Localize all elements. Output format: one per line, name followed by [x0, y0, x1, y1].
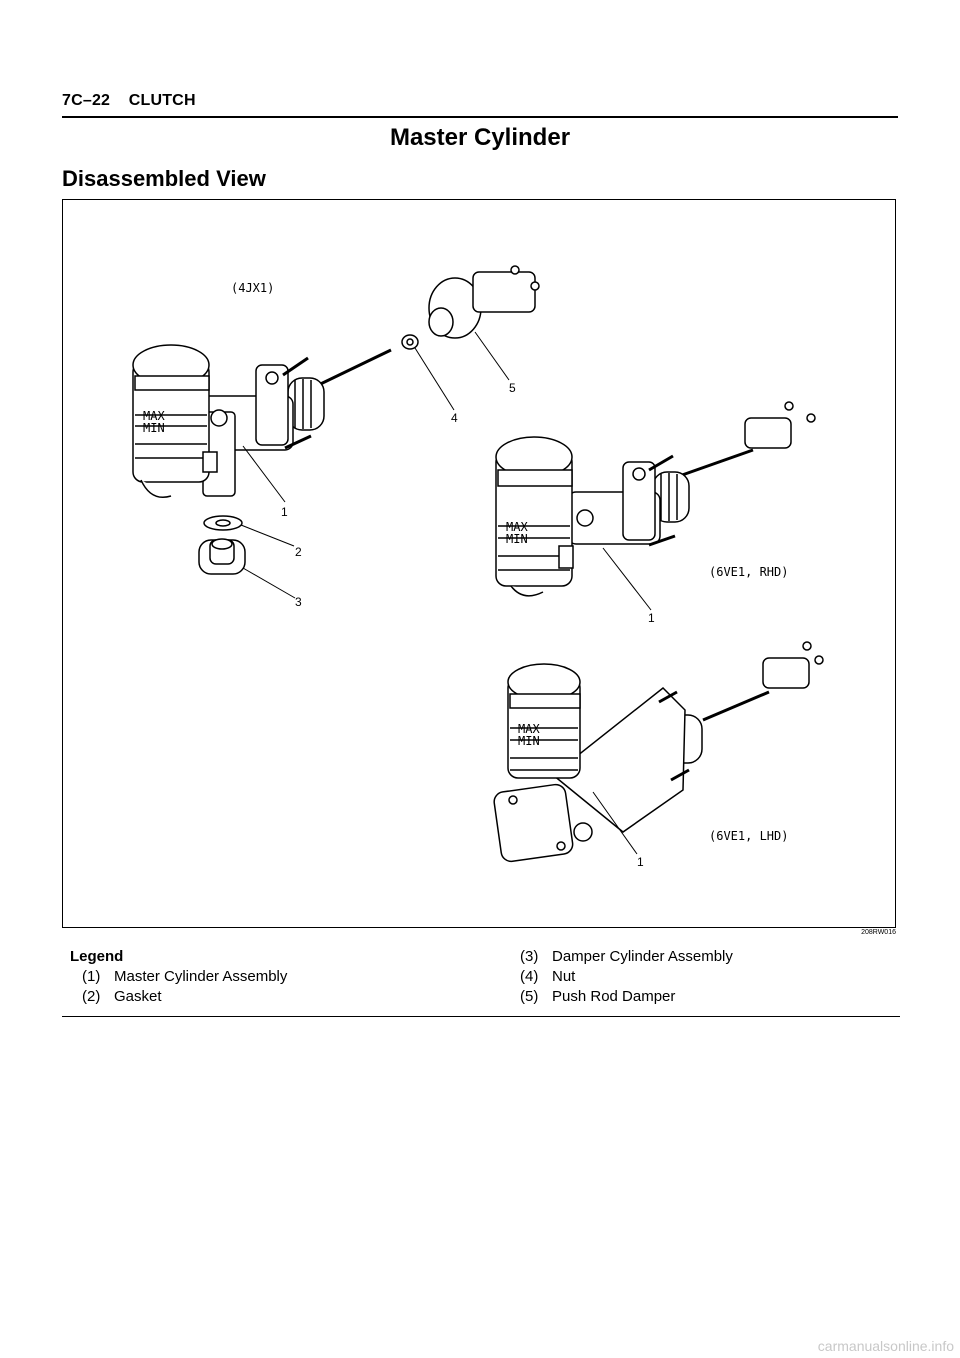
min-mark-lhd: MIN — [518, 734, 540, 748]
section-subtitle: Disassembled View — [62, 166, 266, 191]
max-mark-lhd: MAX — [518, 722, 540, 736]
master-cylinder-4jx1 — [132, 265, 540, 575]
leader-lines — [240, 331, 652, 855]
legend-title: Legend — [70, 948, 124, 965]
figure-drawing: MAX MIN MAX MIN MAX MIN (4JX1) (6VE1, RH… — [132, 265, 824, 869]
legend-item-1: (1)Master Cylinder Assembly — [82, 968, 288, 985]
legend: Legend (1)Master Cylinder Assembly (2)Ga… — [62, 946, 900, 1017]
max-mark-rhd: MAX — [506, 520, 528, 534]
master-cylinder-6ve1-rhd — [495, 401, 816, 597]
variant-label-4jx1: (4JX1) — [231, 281, 274, 295]
watermark: carmanualsonline.info — [817, 1338, 954, 1354]
min-mark-4jx1: MIN — [143, 421, 165, 435]
legend-item-5: (5)Push Rod Damper — [520, 988, 676, 1005]
callout-5: 5 — [509, 381, 516, 395]
figure-code: 208RW016 — [861, 929, 896, 936]
legend-item-3: (3)Damper Cylinder Assembly — [520, 948, 733, 965]
callout-2: 2 — [295, 545, 302, 559]
legend-item-2: (2)Gasket — [82, 988, 162, 1005]
page-title: Master Cylinder — [389, 124, 571, 151]
callout-1-rhd: 1 — [648, 611, 655, 625]
callout-1-4jx1: 1 — [281, 505, 288, 519]
legend-item-4: (4)Nut — [520, 968, 576, 985]
callout-1-lhd: 1 — [637, 855, 644, 869]
min-mark-rhd: MIN — [506, 532, 528, 546]
variant-label-6ve1-lhd: (6VE1, LHD) — [709, 829, 788, 843]
disassembled-view-figure: MAX MIN MAX MIN MAX MIN (4JX1) (6VE1, RH… — [62, 199, 896, 928]
variant-label-6ve1-rhd: (6VE1, RHD) — [709, 565, 788, 579]
master-cylinder-6ve1-lhd — [493, 641, 824, 863]
callout-4: 4 — [451, 411, 458, 425]
page-header: 7C–22 CLUTCH — [62, 90, 898, 118]
callout-3: 3 — [295, 595, 302, 609]
header-text: 7C–22 CLUTCH — [62, 92, 196, 109]
max-mark-4jx1: MAX — [143, 409, 165, 423]
